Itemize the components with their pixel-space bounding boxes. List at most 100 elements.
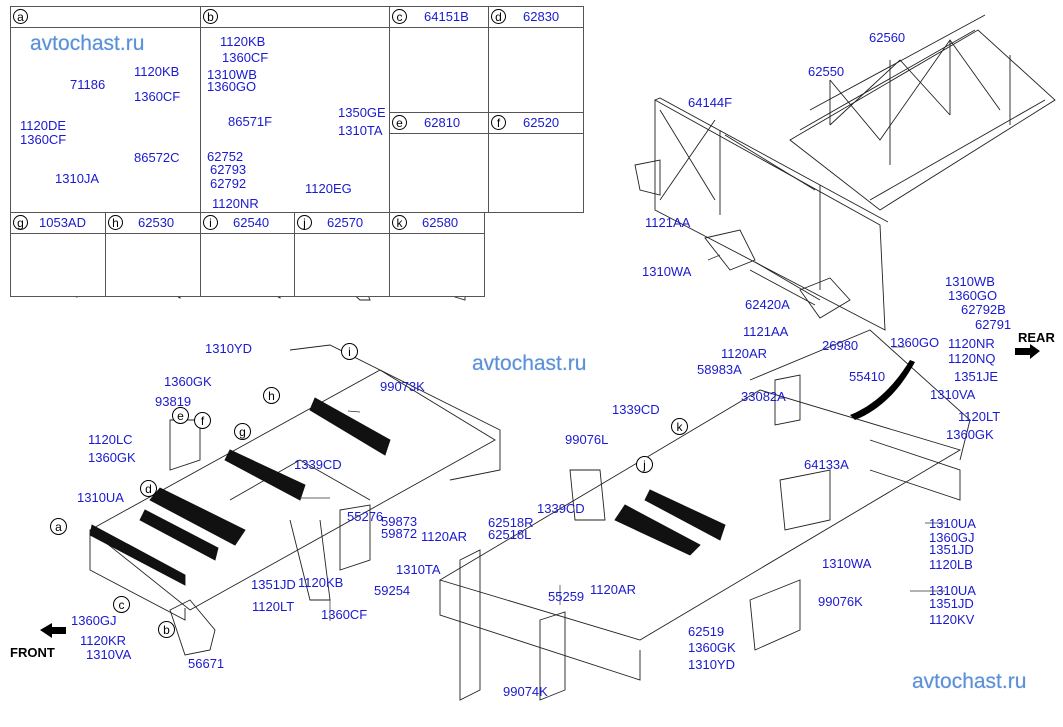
part-number-label[interactable]: 33082A (741, 389, 786, 404)
part-number-label[interactable]: 1120AR (721, 346, 768, 361)
detail-callout-marker[interactable]: g (234, 423, 251, 440)
part-number-label[interactable]: 1120KB (134, 64, 180, 79)
part-number-label[interactable]: 62518R (488, 515, 534, 530)
part-number-label[interactable]: 55276 (347, 509, 384, 524)
part-number-label[interactable]: 93819 (155, 394, 192, 409)
part-number-label[interactable]: 1350GE (338, 105, 386, 120)
part-number-label[interactable]: 26980 (822, 338, 859, 353)
part-number-label[interactable]: 1339CD (294, 457, 342, 472)
part-number-label[interactable]: 71186 (70, 77, 106, 92)
part-number-label[interactable]: 1360GJ (71, 613, 117, 628)
part-number-label[interactable]: 1121AA (645, 215, 691, 230)
part-number-label[interactable]: 99073K (380, 379, 425, 394)
part-number-label[interactable]: 59254 (374, 583, 411, 598)
detail-part-number: 62830 (523, 9, 560, 24)
detail-callout-marker[interactable]: d (140, 480, 157, 497)
part-number-label[interactable]: 55410 (849, 369, 886, 384)
part-number-label[interactable]: 62792B (961, 302, 1006, 317)
detail-callout-marker[interactable]: c (113, 596, 130, 613)
part-number-label[interactable]: 86571F (228, 114, 273, 129)
part-number-label[interactable]: 1310TA (396, 562, 441, 577)
detail-callout-marker[interactable]: a (50, 518, 67, 535)
detail-callout-marker[interactable]: b (158, 621, 175, 638)
part-number-label[interactable]: 1360GK (88, 450, 136, 465)
part-number-label[interactable]: 1120LC (88, 432, 133, 447)
detail-callout-marker[interactable]: j (636, 456, 653, 473)
detail-part-number: 62540 (233, 215, 270, 230)
part-number-label[interactable]: 1310WA (822, 556, 872, 571)
part-number-label[interactable]: 62791 (975, 317, 1012, 332)
part-number-label[interactable]: 1120LT (252, 599, 295, 614)
part-number-label[interactable]: 1120AR (590, 582, 637, 597)
part-number-label[interactable]: 99076K (818, 594, 863, 609)
detail-callout-marker[interactable]: k (671, 418, 688, 435)
part-number-label[interactable]: 1120KV (929, 612, 975, 627)
part-number-label[interactable]: 1360GJ (929, 530, 975, 545)
part-number-label[interactable]: 1351JE (954, 369, 999, 384)
part-number-label[interactable]: 58983A (697, 362, 742, 377)
part-number-label[interactable]: 62792 (210, 176, 247, 191)
part-number-label[interactable]: 1360GO (890, 335, 940, 350)
part-number-label[interactable]: 1351JD (929, 596, 974, 611)
part-number-label[interactable]: 1120NQ (948, 351, 996, 366)
part-number-label[interactable]: 59872 (381, 526, 418, 541)
part-number-label[interactable]: 1120AR (421, 529, 468, 544)
part-number-label[interactable]: 1310WA (642, 264, 692, 279)
part-number-label[interactable]: 1360CF (20, 132, 67, 147)
part-number-label[interactable]: 55259 (548, 589, 585, 604)
part-number-label[interactable]: 1310YD (688, 657, 735, 672)
part-number-label[interactable]: 1310UA (929, 583, 976, 598)
part-number-label[interactable]: 62752 (207, 149, 244, 164)
part-number-label[interactable]: 1310YD (205, 341, 252, 356)
part-number-label[interactable]: 1120KR (80, 633, 127, 648)
part-number-label[interactable]: 62518L (488, 527, 532, 542)
part-number-label[interactable]: 1339CD (537, 501, 585, 516)
part-number-label[interactable]: 1310VA (930, 387, 976, 402)
detail-callout-marker[interactable]: h (263, 387, 280, 404)
part-number-label[interactable]: 1310WB (207, 67, 257, 82)
part-number-label[interactable]: 1120LT (958, 409, 1001, 424)
part-number-label[interactable]: 62793 (210, 162, 247, 177)
part-number-label[interactable]: 59873 (381, 514, 418, 529)
part-number-label[interactable]: 1120NR (212, 196, 259, 211)
detail-letter: b (203, 9, 218, 24)
part-number-label[interactable]: 1360CF (222, 50, 269, 65)
detail-callout-marker[interactable]: e (172, 407, 189, 424)
part-number-label[interactable]: 62420A (745, 297, 790, 312)
part-number-label[interactable]: 1360GO (948, 288, 998, 303)
part-number-label[interactable]: 1120NR (948, 336, 995, 351)
part-number-label[interactable]: 1120DE (20, 118, 67, 133)
part-number-label[interactable]: 1310VA (86, 647, 132, 662)
part-number-label[interactable]: 64133A (804, 457, 849, 472)
part-number-label[interactable]: 1120LB (929, 557, 973, 572)
part-number-label[interactable]: 62560 (869, 30, 906, 45)
detail-callout-marker[interactable]: i (341, 343, 358, 360)
part-number-label[interactable]: 1339CD (612, 402, 660, 417)
part-number-label[interactable]: 1310UA (929, 516, 976, 531)
part-number-label[interactable]: 1360CF (134, 89, 181, 104)
watermark: avtochast.ru (912, 670, 1027, 693)
part-number-label[interactable]: 1310JA (55, 171, 100, 186)
part-number-label[interactable]: 1360GK (946, 427, 994, 442)
part-number-label[interactable]: 1121AA (743, 324, 789, 339)
part-number-label[interactable]: 1360GO (207, 79, 257, 94)
part-number-label[interactable]: 1310TA (338, 123, 383, 138)
detail-callout-marker[interactable]: f (194, 412, 211, 429)
part-number-label[interactable]: 1360GK (688, 640, 736, 655)
part-number-label[interactable]: 1351JD (251, 577, 296, 592)
part-number-label[interactable]: 62550 (808, 64, 845, 79)
part-number-label[interactable]: 1310UA (77, 490, 124, 505)
part-number-label[interactable]: 86572C (134, 150, 180, 165)
part-number-label[interactable]: 1120KB (298, 575, 344, 590)
part-number-label[interactable]: 64144F (688, 95, 733, 110)
part-number-label[interactable]: 99074K (503, 684, 548, 699)
part-number-label[interactable]: 62519 (688, 624, 725, 639)
part-number-label[interactable]: 56671 (188, 656, 225, 671)
part-number-label[interactable]: 1351JD (929, 542, 974, 557)
part-number-label[interactable]: 1120EG (305, 181, 352, 196)
part-number-label[interactable]: 1360GK (164, 374, 212, 389)
part-number-label[interactable]: 1120KB (220, 34, 266, 49)
part-number-label[interactable]: 99076L (565, 432, 609, 447)
part-number-label[interactable]: 1360CF (321, 607, 368, 622)
part-number-label[interactable]: 1310WB (945, 274, 995, 289)
